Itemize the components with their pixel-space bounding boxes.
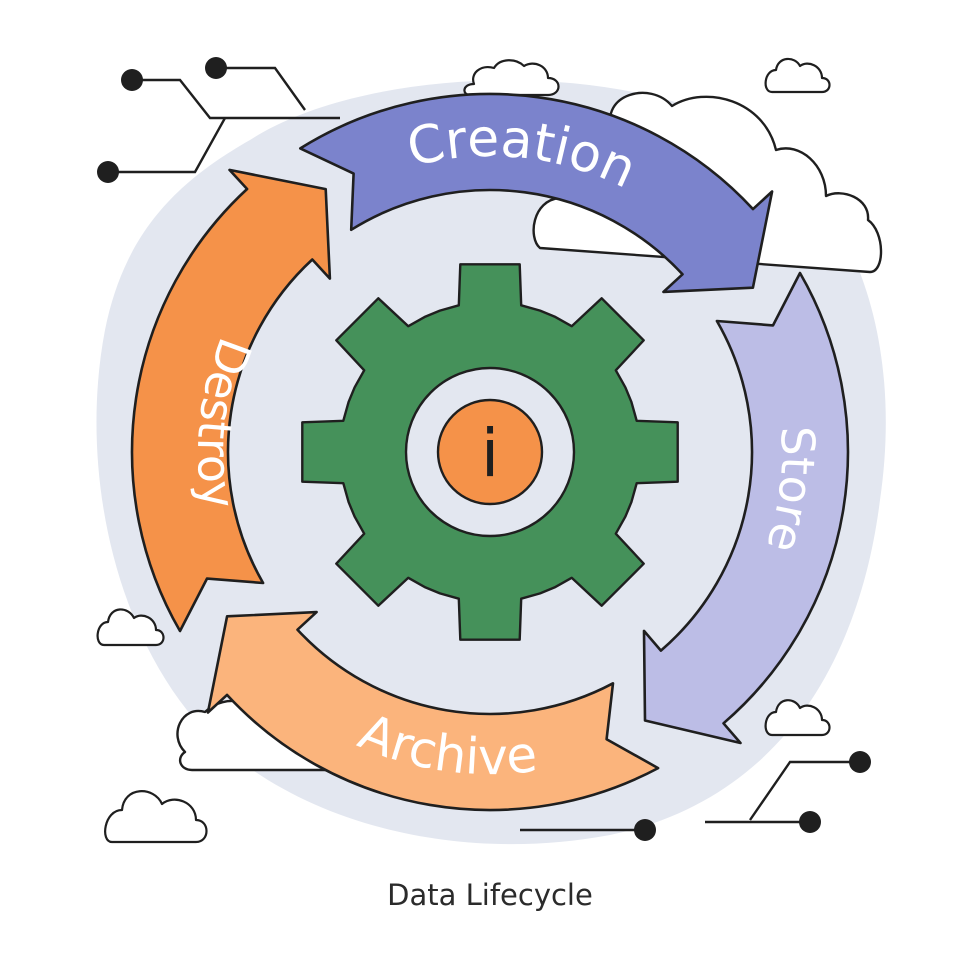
cloud-icon [104, 790, 208, 844]
diagram-caption: Data Lifecycle [387, 878, 593, 912]
stage-arrow-store [642, 271, 850, 745]
cloud-icon [764, 699, 831, 737]
circuit-icon [634, 751, 871, 841]
stage-arrow-archive [206, 610, 660, 812]
circuit-icon [97, 57, 227, 183]
lifecycle-ring [130, 92, 850, 812]
circuit-icon [520, 760, 860, 832]
stage-arrow-creation [299, 92, 774, 294]
circuit-icon [108, 66, 340, 174]
cloud-icon [463, 59, 560, 97]
info-symbol: i [481, 415, 499, 492]
stage-arrow-destroy [130, 168, 332, 633]
cloud-icon [764, 57, 831, 94]
cloud-icon [96, 608, 165, 647]
info-icon: i [436, 398, 544, 506]
